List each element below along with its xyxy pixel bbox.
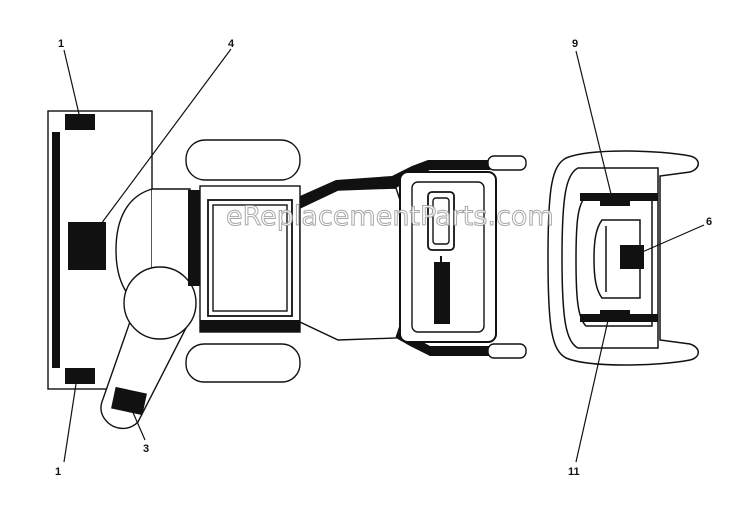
decal-6 [620, 245, 644, 269]
leader-1-bottom [63, 383, 77, 463]
dash-bottom-bar [580, 314, 658, 322]
decal-1-top [65, 114, 95, 130]
auger-housing-front-edge [52, 132, 60, 368]
leader-4 [97, 48, 232, 229]
tire-top [185, 139, 301, 181]
dash-top-slot [600, 200, 630, 206]
leader-6 [639, 224, 705, 254]
callout-4: 4 [228, 38, 235, 50]
callout-1-top: 1 [58, 38, 64, 50]
callout-6: 6 [706, 216, 712, 228]
handle-grip-bottom [487, 343, 527, 359]
engine-inner-panel [212, 204, 288, 312]
decal-3 [111, 386, 147, 416]
control-panel-window-inner [432, 197, 450, 245]
callout-9: 9 [572, 38, 578, 50]
dash-bottom-slot [600, 310, 630, 316]
callout-11: 11 [568, 466, 580, 478]
chute-base [123, 266, 197, 340]
dash-panel-view [547, 150, 699, 366]
handle-frame-upper [300, 160, 490, 208]
leader-1-top [63, 49, 80, 115]
watermark: eReplacementParts.com [226, 201, 554, 232]
callout-numbers: 1 4 1 3 9 6 11 [55, 38, 712, 478]
dash-top-bar [580, 193, 658, 201]
frame-bar [188, 190, 200, 286]
callout-1-bottom: 1 [55, 466, 61, 478]
control-panel-decal [434, 262, 450, 324]
leader-9 [575, 50, 613, 199]
decal-1-bottom [65, 368, 95, 384]
discharge-chute [100, 266, 197, 429]
leader-lines [63, 48, 705, 463]
callout-3: 3 [143, 443, 149, 455]
decal-4 [68, 222, 106, 270]
engine-base-band [200, 320, 300, 332]
tire-bottom [185, 343, 301, 383]
handle-grip-top [487, 155, 527, 171]
leader-11 [575, 315, 610, 463]
machine-top-view [47, 110, 527, 429]
leader-3 [130, 407, 146, 441]
